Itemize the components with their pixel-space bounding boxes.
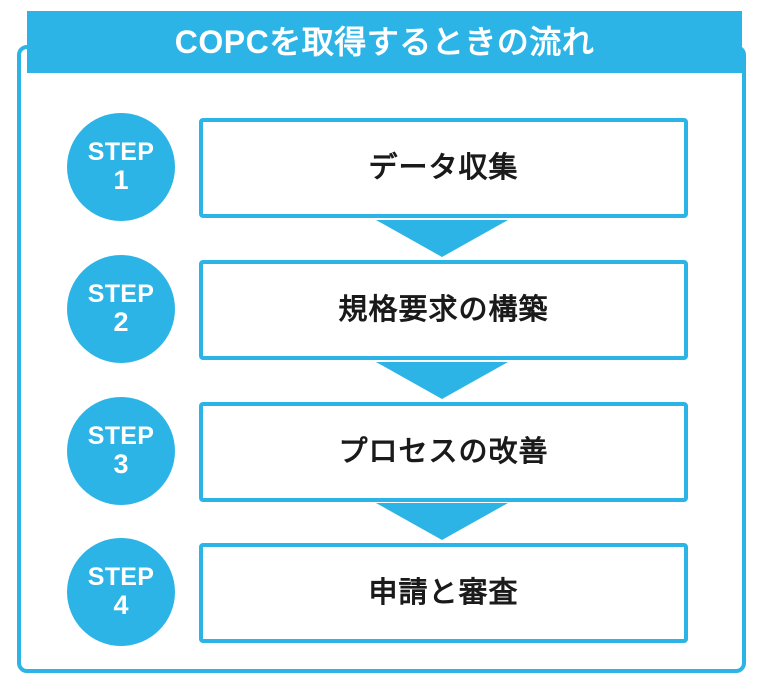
step-box-label-2: 規格要求の構築 — [338, 293, 549, 326]
step-row-1: STEP 1 データ収集 — [0, 113, 768, 223]
step-badge-number-3: 3 — [113, 449, 129, 480]
step-box-2[interactable]: 規格要求の構築 — [199, 260, 688, 360]
step-badge-word-4: STEP — [87, 562, 155, 591]
step-box-1[interactable]: データ収集 — [199, 118, 688, 218]
step-row-3: STEP 3 プロセスの改善 — [0, 397, 768, 507]
step-badge-4[interactable]: STEP 4 — [67, 538, 175, 646]
step-box-label-3: プロセスの改善 — [338, 435, 549, 468]
step-row-2: STEP 2 規格要求の構築 — [0, 255, 768, 365]
step-badge-number-2: 2 — [113, 307, 129, 338]
step-badge-word-2: STEP — [87, 279, 155, 308]
title-banner: COPCを取得するときの流れ — [27, 11, 742, 73]
step-box-4[interactable]: 申請と審査 — [199, 543, 688, 643]
step-badge-3[interactable]: STEP 3 — [67, 397, 175, 505]
step-badge-word-1: STEP — [87, 137, 155, 166]
step-row-4: STEP 4 申請と審査 — [0, 538, 768, 648]
step-badge-2[interactable]: STEP 2 — [67, 255, 175, 363]
step-badge-word-3: STEP — [87, 421, 155, 450]
step-badge-1[interactable]: STEP 1 — [67, 113, 175, 221]
page-title: COPCを取得するときの流れ — [174, 24, 595, 60]
step-box-label-1: データ収集 — [368, 151, 519, 184]
step-box-3[interactable]: プロセスの改善 — [199, 402, 688, 502]
step-box-label-4: 申請と審査 — [368, 576, 519, 609]
step-badge-number-4: 4 — [113, 590, 129, 621]
step-badge-number-1: 1 — [113, 165, 129, 196]
